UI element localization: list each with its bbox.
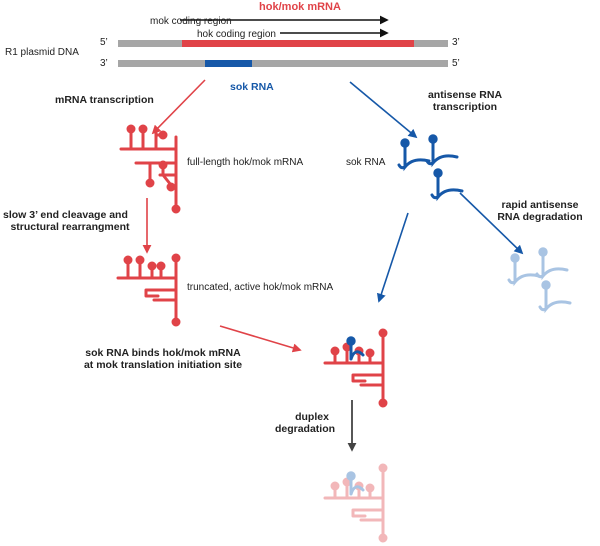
- antisense-transcription-label-1: antisense RNA: [428, 89, 503, 101]
- duplex-degradation-label-2: degradation: [275, 423, 335, 435]
- sok-rna-top-label: sok RNA: [230, 81, 274, 93]
- degraded-sok-rna: [507, 247, 572, 312]
- cleavage-label-2: structural rearrangment: [10, 221, 130, 233]
- mok-coding-region-label: mok coding region: [150, 16, 232, 27]
- hok-mok-mrna-title: hok/mok mRNA: [259, 1, 341, 13]
- mrna-binding-arrow: [219, 325, 302, 353]
- truncated-mrna-structure: [116, 253, 181, 327]
- antisense-transcription-label-2: transcription: [433, 101, 497, 113]
- strand2-left-end: 3’: [100, 58, 108, 69]
- rapid-degradation-label-2: RNA degradation: [497, 211, 582, 223]
- full-length-mrna-label: full-length hok/mok mRNA: [187, 157, 303, 168]
- strand1-left-end: 5’: [100, 37, 108, 48]
- rapid-degradation-arrow: [459, 192, 524, 255]
- duplex-degradation-label-1: duplex: [295, 411, 329, 423]
- mrna-transcription-arrow: [151, 79, 206, 135]
- sok-rna-molecules: [397, 134, 464, 200]
- truncated-mrna-label: truncated, active hok/mok mRNA: [187, 282, 333, 293]
- cleavage-label-1: slow 3’ end cleavage and: [3, 209, 128, 221]
- full-length-mrna-structure: [119, 124, 181, 214]
- mrna-sok-duplex: [323, 328, 388, 408]
- mrna-transcription-label: mRNA transcription: [55, 94, 154, 106]
- antisense-transcription-arrow: [349, 81, 418, 139]
- dna-strand-bottom: [118, 60, 448, 67]
- degraded-duplex: [323, 463, 388, 543]
- binding-label-1: sok RNA binds hok/mok mRNA: [85, 347, 241, 359]
- r1-plasmid-dna-label: R1 plasmid DNA: [5, 47, 79, 58]
- hok-mok-region-top: [182, 40, 414, 47]
- sok-region-bottom: [205, 60, 252, 67]
- rapid-degradation-label-1: rapid antisense: [501, 199, 578, 211]
- sok-rna-label: sok RNA: [346, 157, 386, 168]
- hok-coding-region-label: hok coding region: [197, 29, 276, 40]
- strand1-right-end: 3’: [452, 37, 460, 48]
- sok-binding-arrow: [376, 212, 409, 303]
- binding-label-2: at mok translation initiation site: [84, 359, 242, 371]
- strand2-right-end: 5’: [452, 58, 460, 69]
